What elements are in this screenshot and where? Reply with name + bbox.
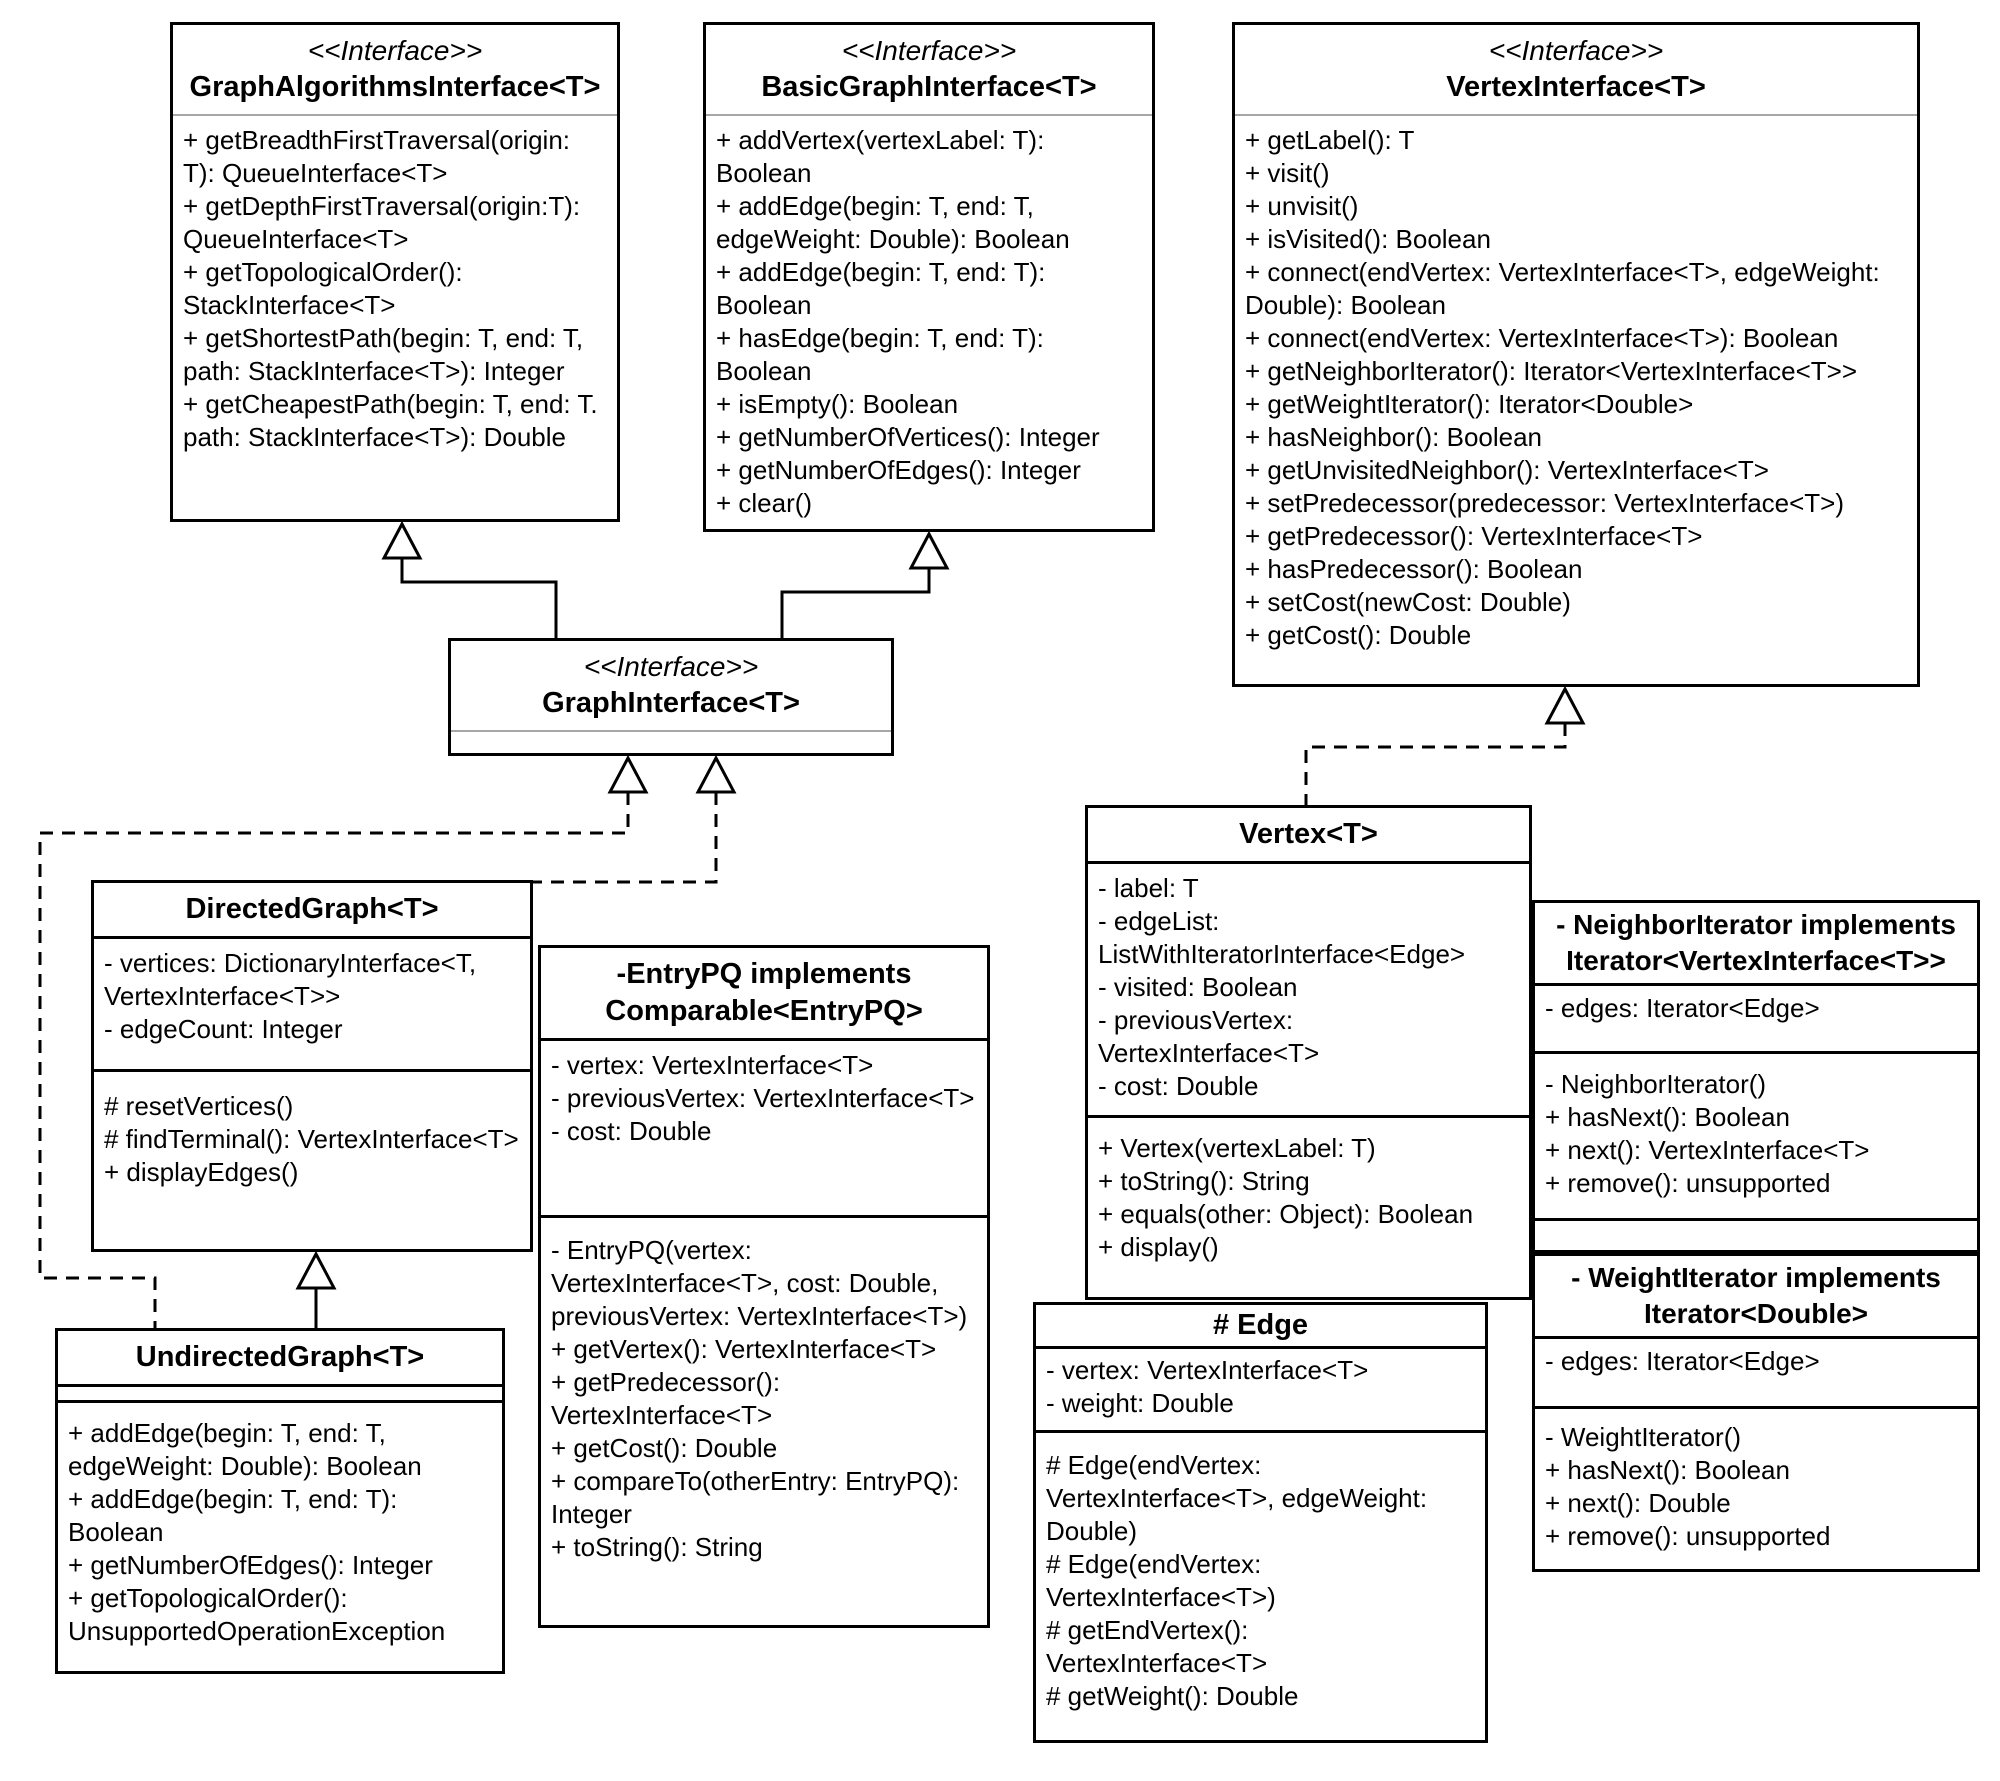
attributes-list: - vertices: DictionaryInterface<T, Verte… (94, 939, 530, 1072)
class-box-directed-graph: DirectedGraph<T> - vertices: DictionaryI… (91, 880, 533, 1252)
attributes-list: - vertex: VertexInterface<T> - weight: D… (1036, 1349, 1485, 1433)
class-header: - WeightIterator implements Iterator<Dou… (1535, 1256, 1977, 1339)
methods-list: + addEdge(begin: T, end: T, edgeWeight: … (68, 1418, 446, 1646)
stereotype-label: <<Interface>> (307, 35, 483, 66)
class-name: GraphAlgorithmsInterface<T> (189, 71, 601, 103)
stereotype-label: <<Interface>> (841, 35, 1017, 66)
extends-arrow-graphinterface-to-graphalgorithms (381, 520, 558, 638)
empty-compartment (451, 732, 891, 753)
class-name: # Edge (1212, 1309, 1309, 1341)
methods-list: - NeighborIterator() + hasNext(): Boolea… (1535, 1054, 1977, 1221)
methods-list: # Edge(endVertex: VertexInterface<T>, ed… (1046, 1450, 1428, 1711)
class-header: DirectedGraph<T> (94, 883, 530, 939)
stereotype-label: <<Interface>> (1488, 35, 1664, 66)
attributes-list: - vertex: VertexInterface<T> - previousV… (541, 1041, 987, 1218)
class-name: -EntryPQ implements Comparable<EntryPQ> (605, 958, 923, 1027)
class-box-weight-iterator: - WeightIterator implements Iterator<Dou… (1532, 1253, 1980, 1572)
class-box-graph-interface: <<Interface>> GraphInterface<T> (448, 638, 894, 756)
methods-list: + getLabel(): T + visit() + unvisit() + … (1245, 125, 1880, 650)
class-name: Vertex<T> (1239, 818, 1378, 850)
extends-arrow-undirectedgraph-to-directedgraph (295, 1250, 337, 1328)
methods-list: + getBreadthFirstTraversal(origin: T): Q… (183, 125, 598, 452)
attributes-list: - edges: Iterator<Edge> (1535, 1339, 1977, 1409)
class-name: GraphInterface<T> (542, 687, 800, 719)
class-name: UndirectedGraph<T> (135, 1341, 425, 1373)
implements-arrow-directedgraph-to-graphinterface (533, 754, 737, 884)
attributes-list: - edges: Iterator<Edge> (1535, 986, 1977, 1054)
class-box-basic-graph-interface: <<Interface>> BasicGraphInterface<T> + a… (703, 22, 1155, 532)
class-box-vertex: Vertex<T> - label: T - edgeList: ListWit… (1085, 805, 1532, 1300)
methods-list: + Vertex(vertexLabel: T) + toString(): S… (1098, 1133, 1474, 1262)
methods-list: - EntryPQ(vertex: VertexInterface<T>, co… (551, 1235, 968, 1562)
class-box-undirected-graph: UndirectedGraph<T> + addEdge(begin: T, e… (55, 1328, 505, 1674)
class-header: Vertex<T> (1088, 808, 1529, 864)
class-name: - WeightIterator implements Iterator<Dou… (1571, 1262, 1941, 1329)
class-box-graph-algorithms-interface: <<Interface>> GraphAlgorithmsInterface<T… (170, 22, 620, 522)
class-box-vertex-interface: <<Interface>> VertexInterface<T> + getLa… (1232, 22, 1920, 687)
attributes-list: - label: T - edgeList: ListWithIteratorI… (1088, 864, 1529, 1118)
class-header: <<Interface>> GraphAlgorithmsInterface<T… (173, 25, 617, 116)
class-box-neighbor-iterator: - NeighborIterator implements Iterator<V… (1532, 900, 1980, 1253)
class-header: <<Interface>> BasicGraphInterface<T> (706, 25, 1152, 116)
methods-list: + addVertex(vertexLabel: T): Boolean + a… (716, 125, 1100, 518)
class-header: -EntryPQ implements Comparable<EntryPQ> (541, 948, 987, 1041)
class-name: VertexInterface<T> (1446, 71, 1706, 103)
methods-list: # resetVertices() # findTerminal(): Vert… (104, 1091, 519, 1187)
class-box-edge: # Edge - vertex: VertexInterface<T> - we… (1033, 1302, 1488, 1743)
class-box-entry-pq: -EntryPQ implements Comparable<EntryPQ> … (538, 945, 990, 1628)
class-name: - NeighborIterator implements Iterator<V… (1556, 909, 1956, 976)
implements-arrow-vertex-to-vertexinterface (1304, 685, 1586, 805)
extends-arrow-graphinterface-to-basicgraph (780, 530, 950, 638)
class-header: # Edge (1036, 1305, 1485, 1349)
empty-attributes-compartment (58, 1387, 502, 1403)
methods-list: - WeightIterator() + hasNext(): Boolean … (1545, 1422, 1831, 1551)
empty-compartment (1535, 1221, 1977, 1250)
class-name: BasicGraphInterface<T> (761, 71, 1097, 103)
class-header: <<Interface>> GraphInterface<T> (451, 641, 891, 732)
class-header: - NeighborIterator implements Iterator<V… (1535, 903, 1977, 986)
class-header: <<Interface>> VertexInterface<T> (1235, 25, 1917, 116)
class-header: UndirectedGraph<T> (58, 1331, 502, 1387)
stereotype-label: <<Interface>> (583, 651, 759, 682)
class-name: DirectedGraph<T> (185, 893, 439, 925)
